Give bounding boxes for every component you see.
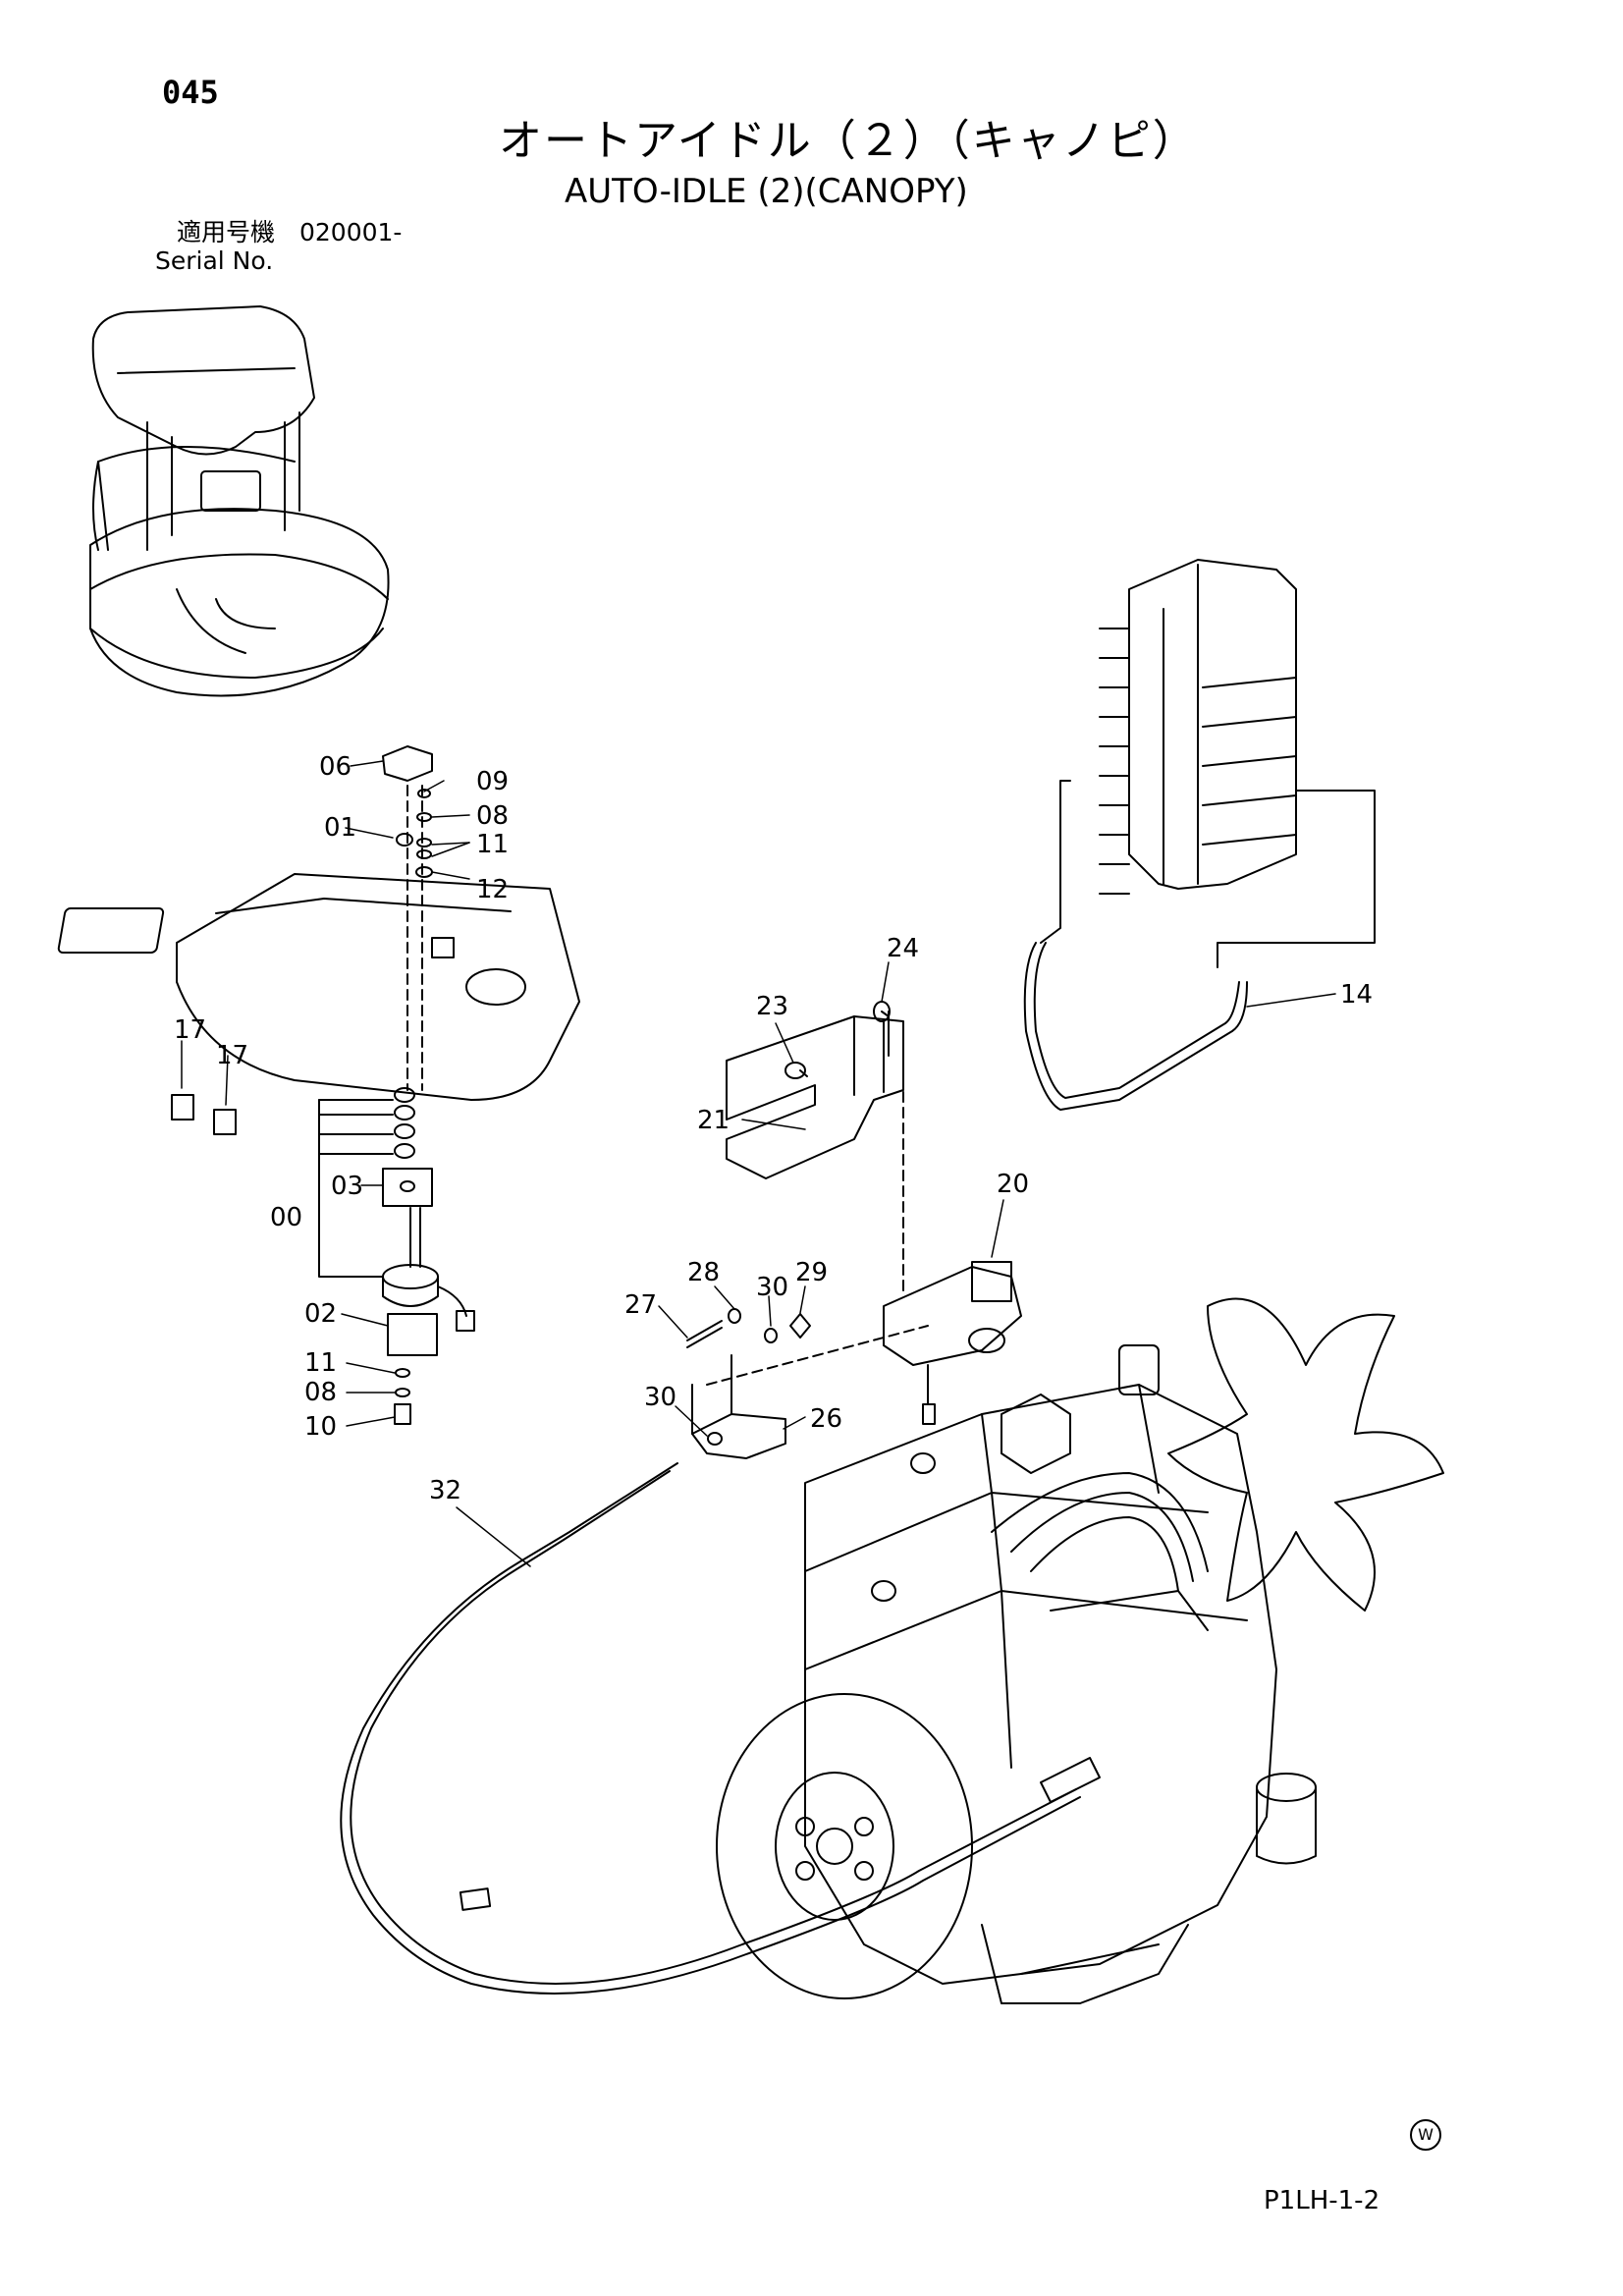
canopy-machine-illustration bbox=[90, 306, 389, 695]
part-label-03: 03 bbox=[331, 1172, 364, 1201]
part-label-21: 21 bbox=[697, 1106, 730, 1135]
part-label-11-top: 11 bbox=[476, 830, 510, 859]
part-label-08-top: 08 bbox=[476, 801, 510, 831]
page-title-english: AUTO-IDLE (2)(CANOPY) bbox=[565, 172, 968, 211]
drawing-code: P1LH-1-2 bbox=[1264, 2186, 1380, 2215]
part-label-17-b: 17 bbox=[216, 1041, 249, 1070]
part-label-14: 14 bbox=[1340, 980, 1374, 1010]
page-number: 045 bbox=[162, 74, 219, 111]
serial-number-label: Serial No. bbox=[155, 246, 274, 275]
control-valve-illustration bbox=[1025, 560, 1375, 1110]
part-label-28: 28 bbox=[687, 1258, 721, 1287]
actuator-motor-assembly bbox=[687, 1262, 1021, 1458]
serial-number-label-japanese: 適用号機 020001- bbox=[177, 218, 403, 246]
part-label-30-top: 30 bbox=[756, 1273, 789, 1302]
page-title-japanese: オートアイドル（２）（キャノピ） bbox=[499, 116, 1198, 166]
part-label-24: 24 bbox=[887, 934, 920, 963]
part-label-17-a: 17 bbox=[174, 1015, 207, 1045]
part-label-06: 06 bbox=[319, 752, 352, 782]
bracket-assembly bbox=[727, 1002, 903, 1296]
part-label-10: 10 bbox=[304, 1412, 338, 1442]
part-label-32: 32 bbox=[429, 1476, 462, 1505]
part-label-20: 20 bbox=[997, 1170, 1030, 1199]
watermark-circle-w: W bbox=[1410, 2119, 1441, 2151]
part-label-02: 02 bbox=[304, 1299, 338, 1329]
part-label-26: 26 bbox=[810, 1404, 843, 1434]
part-label-30-bottom: 30 bbox=[644, 1383, 677, 1412]
part-label-11-bottom: 11 bbox=[304, 1348, 338, 1378]
part-label-01: 01 bbox=[324, 813, 357, 843]
part-label-00: 00 bbox=[270, 1203, 303, 1232]
part-label-29: 29 bbox=[795, 1258, 829, 1287]
part-label-12: 12 bbox=[476, 875, 510, 904]
engine-illustration bbox=[717, 1299, 1443, 2004]
part-label-09: 09 bbox=[476, 767, 510, 796]
throttle-cable-illustration bbox=[341, 1463, 1100, 1994]
part-label-08-bottom: 08 bbox=[304, 1378, 338, 1407]
part-label-23: 23 bbox=[756, 992, 789, 1021]
leader-lines bbox=[182, 761, 1335, 1566]
part-label-27: 27 bbox=[624, 1290, 658, 1320]
auto-idle-switch-assembly bbox=[58, 746, 579, 1424]
